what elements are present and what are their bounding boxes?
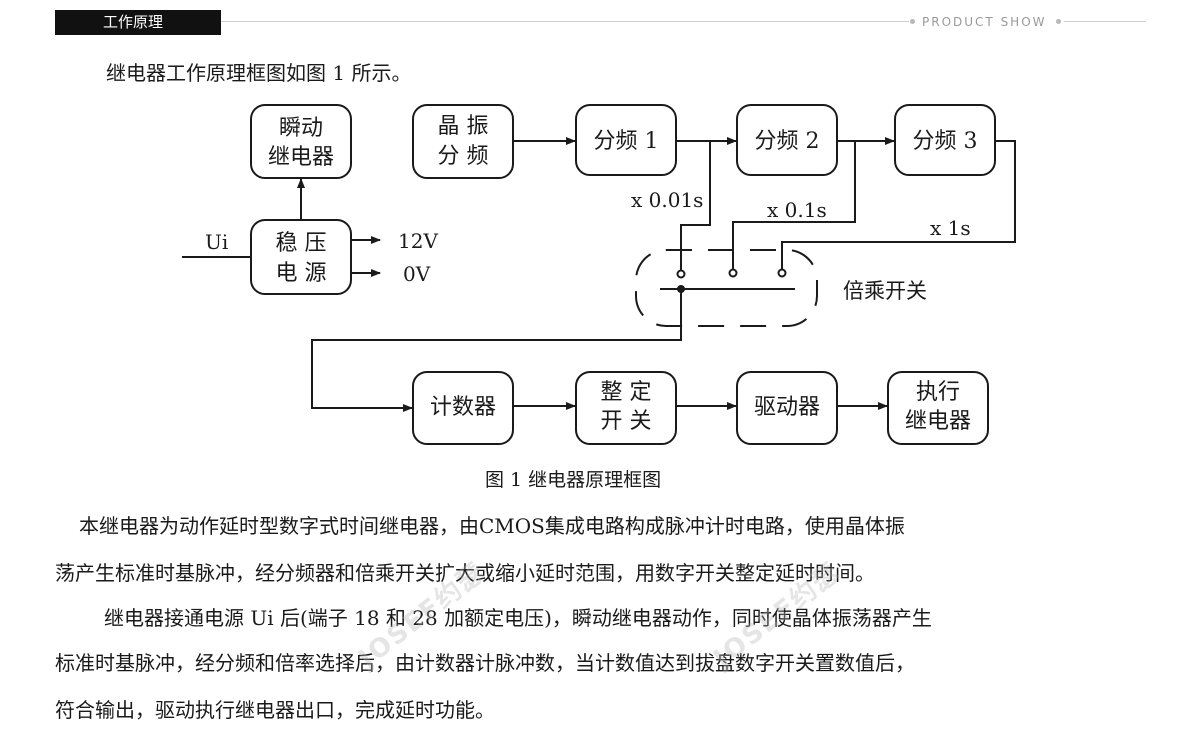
switch-contact-3: [777, 268, 787, 278]
oscillator-label-2: 分 频: [438, 144, 489, 169]
tap-01s-label: x 0.1s: [767, 198, 827, 222]
divider2-label: 分频 2: [755, 129, 820, 154]
output-0v-label: 0V: [403, 262, 431, 286]
figure-caption: 图 1 继电器原理框图: [485, 469, 662, 491]
exec-relay-label-2: 继电器: [905, 409, 971, 434]
driver-block: [736, 371, 838, 445]
header-dot-left: [910, 19, 915, 24]
tap-001s-label: x 0.01s: [631, 188, 703, 212]
instant-relay-label-2: 继电器: [268, 145, 334, 170]
exec-relay-block: [887, 371, 989, 445]
instant-relay-label-1: 瞬动: [279, 116, 323, 141]
counter-label: 计数器: [430, 395, 496, 420]
section-header: 工作原理 PRODUCT SHOW: [0, 0, 1200, 40]
multiplier-switch-label: 倍乘开关: [843, 279, 927, 303]
switch-contact-2: [728, 268, 738, 278]
header-divider-right: [1064, 21, 1146, 22]
input-ui-label: Ui: [205, 230, 228, 254]
paragraph-2-line-2: 标准时基脉冲，经分频和倍率选择后，由计数器计脉冲数，当计数值达到拔盘数字开关置数…: [55, 651, 915, 675]
setting-switch-block: [575, 371, 677, 445]
counter-block: [412, 371, 514, 445]
regulator-label-1: 稳 压: [276, 231, 327, 256]
paragraph-2-line-3: 符合输出，驱动执行继电器出口，完成延时功能。: [55, 698, 495, 722]
tap-1s-line: [781, 140, 1016, 270]
divider1-label: 分频 1: [594, 129, 659, 154]
setting-switch-label-1: 整 定: [601, 380, 652, 405]
regulator-label-2: 电 源: [276, 261, 327, 286]
tap-001s-line: [680, 141, 711, 271]
divider3-label: 分频 3: [913, 129, 978, 154]
tap-1s-label: x 1s: [930, 216, 971, 240]
intro-text: 继电器工作原理框图如图 1 所示。: [106, 61, 412, 85]
oscillator-label-1: 晶 振: [438, 114, 489, 139]
multiplier-switch-enclosure: [635, 249, 818, 327]
product-show-label: PRODUCT SHOW: [922, 15, 1047, 29]
driver-label: 驱动器: [754, 395, 820, 420]
paragraph-2-line-1: 继电器接通电源 Ui 后(端子 18 和 28 加额定电压)，瞬动继电器动作，同…: [104, 606, 932, 630]
paragraph-1-line-1: 本继电器为动作延时型数字式时间继电器，由CMOS集成电路构成脉冲计时电路，使用晶…: [79, 514, 905, 538]
exec-relay-label-1: 执行: [916, 380, 960, 405]
switch-to-counter-arrow: [311, 289, 682, 412]
header-dot-right: [1056, 19, 1061, 24]
header-divider-left: [221, 21, 909, 22]
tap-01s-line: [732, 141, 856, 270]
output-12v-label: 12V: [398, 229, 438, 253]
setting-switch-label-2: 开 关: [601, 409, 652, 434]
paragraph-1-line-2: 荡产生标准时基脉冲，经分频器和倍乘开关扩大或缩小延时范围，用数字开关整定延时时间…: [55, 561, 875, 585]
switch-contact-1: [676, 269, 686, 279]
switch-pivot-dot: [677, 285, 685, 293]
section-title: 工作原理: [55, 10, 221, 35]
